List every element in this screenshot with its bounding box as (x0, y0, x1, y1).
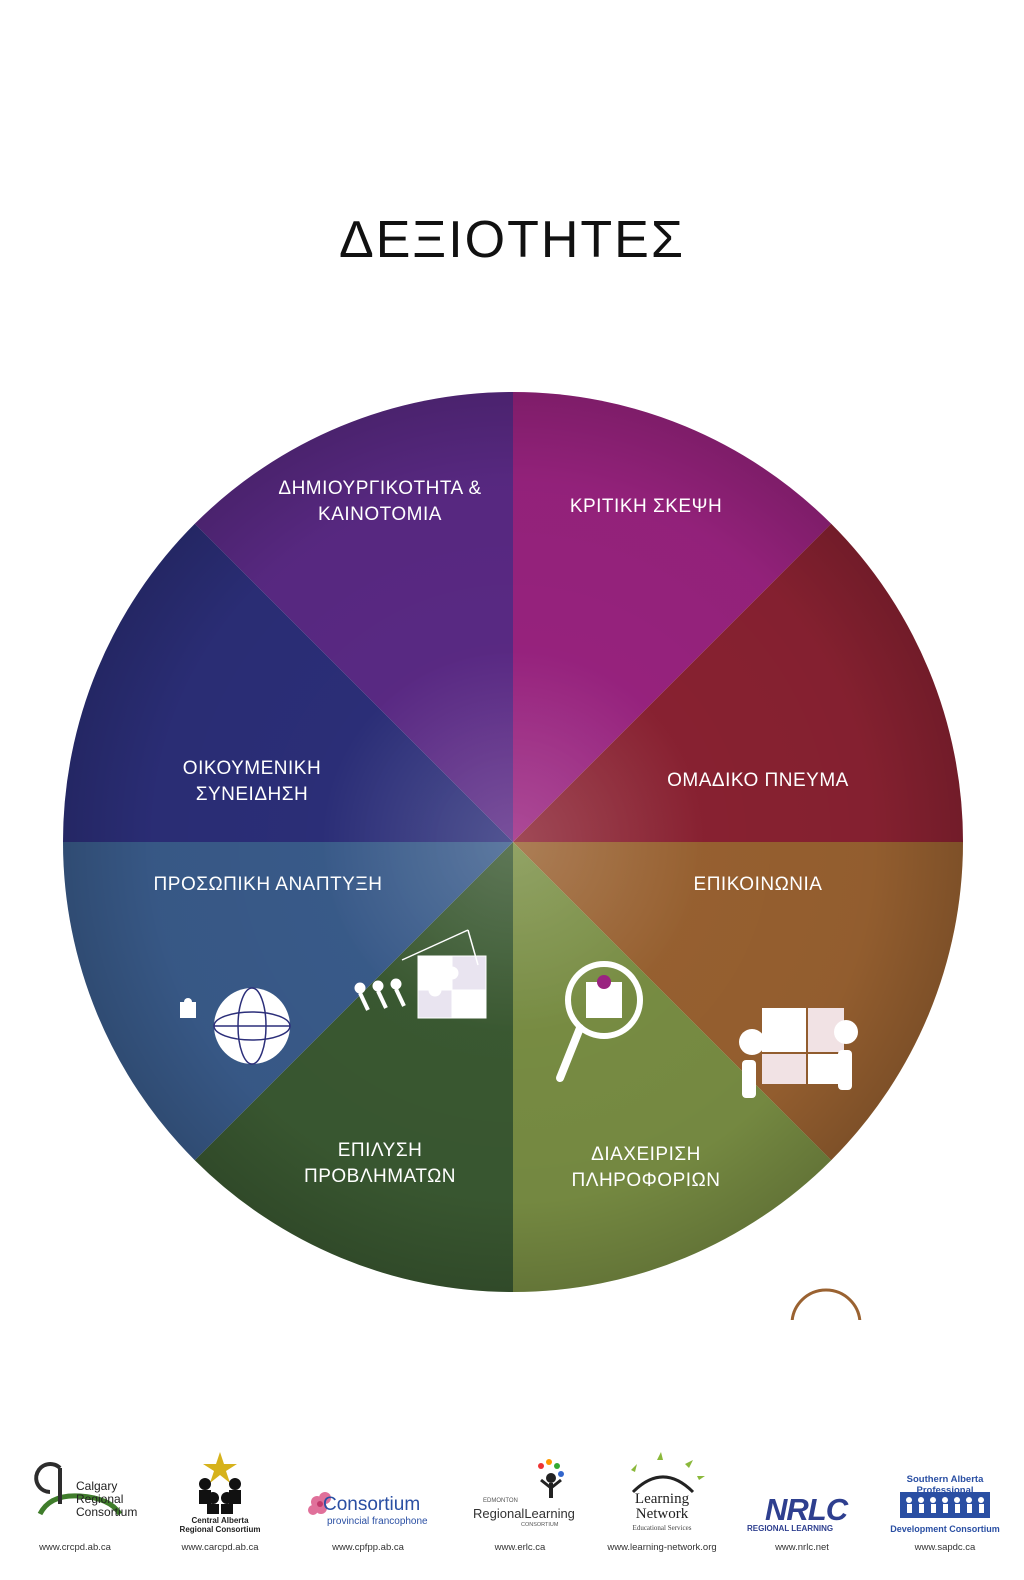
sunrise-leaves-icon (631, 1452, 705, 1494)
logo-url: www.cpfpp.ab.ca (332, 1542, 404, 1553)
segment-label: ΚΡΙΤΙΚΗ ΣΚΕΨΗ (570, 496, 722, 517)
logo-url: www.carcpd.ab.ca (181, 1542, 259, 1553)
segment-label: ΔΗΜΙΟΥΡΓΙΚΟΤΗΤΑ &ΚΑΙΝΟΤΟΜΙΑ (278, 478, 481, 525)
logo-learning-network: Learning Network Educational Services ww… (597, 1440, 727, 1580)
logo-url: www.sapdc.ca (914, 1542, 976, 1553)
juggling-figure-icon (538, 1459, 564, 1498)
segment-label: ΠΡΟΣΩΠΙΚΗ ΑΝΑΠΤΥΞΗ (154, 874, 383, 895)
logo-consortium-provincial-francophone: Consortium provincial francophone www.cp… (303, 1440, 433, 1580)
logo-nrlc: NRLC REGIONAL LEARNING www.nrlc.net (737, 1440, 867, 1580)
magnifier-puzzle-icon (556, 961, 643, 1082)
flower-icon (308, 1492, 331, 1515)
page-title: ΔΕΞΙΟΤΗΤΕΣ (338, 211, 685, 269)
people-star-icon (199, 1452, 241, 1514)
logo-url: www.learning-network.org (607, 1542, 717, 1553)
segment-label: ΟΜΑΔΙΚΟ ΠΝΕΥΜΑ (667, 770, 849, 791)
footer-logos: Calgary Regional Consortium www.crcpd.ab… (0, 1440, 1024, 1580)
puzzle-pull-icon (354, 929, 487, 1019)
calgary-logo-icon (34, 1462, 123, 1516)
people-row-icon (900, 1492, 990, 1518)
logo-central-alberta-regional-consortium: Central Alberta Regional Consortium www.… (155, 1440, 285, 1580)
logo-calgary-regional-consortium: Calgary Regional Consortium www.crcpd.ab… (10, 1440, 140, 1580)
team-puzzle-icon (739, 1008, 858, 1098)
logo-url: www.erlc.ca (494, 1542, 546, 1553)
segment-label: ΕΠΙΚΟΙΝΩΝΙΑ (694, 874, 823, 895)
skills-wheel: ΔΗΜΙΟΥΡΓΙΚΟΤΗΤΑ &ΚΑΙΝΟΤΟΜΙΑ ΚΡΙΤΙΚΗ ΣΚΕΨΗ… (63, 392, 963, 1320)
logo-edmonton-regional-learning-consortium: EDMONTON RegionalLearning CONSORTIUM www… (455, 1440, 585, 1580)
logo-southern-alberta-pd-consortium: Southern Alberta Professional Developmen… (880, 1440, 1010, 1580)
logo-url: www.crcpd.ab.ca (39, 1542, 111, 1553)
globe-puzzle-icon (180, 987, 291, 1065)
logo-url: www.nrlc.net (775, 1542, 829, 1553)
speech-bubbles-puzzle-icon (790, 1288, 862, 1320)
